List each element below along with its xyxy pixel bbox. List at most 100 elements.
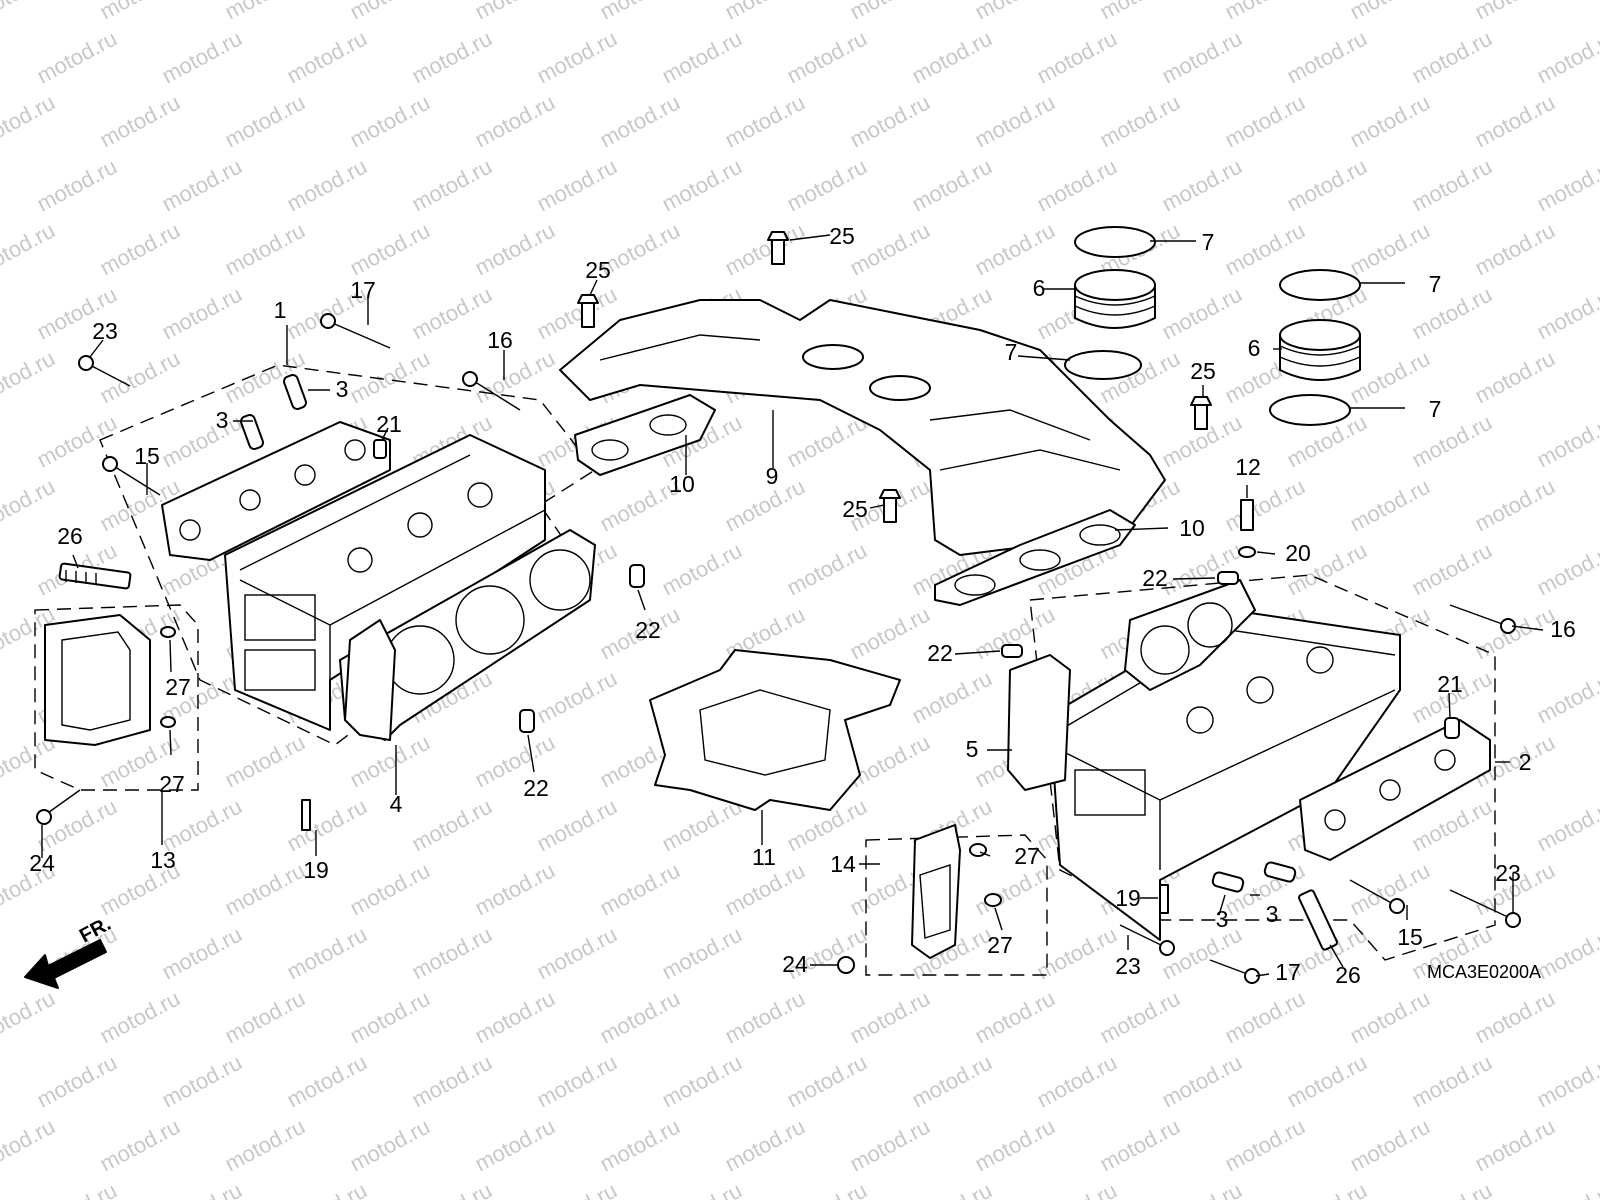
watermark-text: motod.ru — [971, 0, 1059, 24]
callout-23: 23 — [1115, 953, 1141, 979]
watermark-text: motod.ru — [1033, 1050, 1121, 1113]
watermark-text: motod.ru — [1533, 1050, 1600, 1113]
watermark-text: motod.ru — [471, 986, 559, 1049]
watermark-text: motod.ru — [1283, 1178, 1371, 1200]
callout-3: 3 — [336, 376, 349, 402]
watermark-text: motod.ru — [1471, 986, 1559, 1049]
callout-13: 13 — [150, 847, 176, 873]
watermark-text: motod.ru — [721, 1114, 809, 1177]
watermark-text: motod.ru — [1533, 922, 1600, 985]
watermark-text: motod.ru — [1533, 26, 1600, 89]
watermark-text: motod.ru — [1158, 1050, 1246, 1113]
watermark-text: motod.ru — [1471, 474, 1559, 537]
watermark-text: motod.ru — [1346, 858, 1434, 921]
watermark-text: motod.ru — [96, 218, 184, 281]
watermark-text: motod.ru — [783, 538, 871, 601]
watermark-text: motod.ru — [1533, 1178, 1600, 1200]
watermark-text: motod.ru — [908, 154, 996, 217]
callout-17: 17 — [1275, 959, 1301, 985]
callout-26: 26 — [1335, 962, 1361, 988]
callout-9: 9 — [766, 463, 779, 489]
callout-25: 25 — [585, 257, 611, 283]
watermark-text: motod.ru — [721, 218, 809, 281]
watermark-text: motod.ru — [471, 0, 559, 24]
watermark-text: motod.ru — [96, 0, 184, 24]
watermark-text: motod.ru — [533, 922, 621, 985]
callout-16: 16 — [1550, 616, 1576, 642]
callout-1: 1 — [274, 297, 287, 323]
watermark-text: motod.ru — [471, 346, 559, 409]
watermark-text: motod.ru — [971, 1114, 1059, 1177]
watermark-text: motod.ru — [658, 922, 746, 985]
watermark-text: motod.ru — [1408, 26, 1496, 89]
callout-27: 27 — [159, 771, 185, 797]
leader-lines — [41, 234, 1544, 977]
callout-7: 7 — [1429, 271, 1442, 297]
watermark-text: motod.ru — [1471, 346, 1559, 409]
watermark-text: motod.ru — [33, 26, 121, 89]
watermark-text: motod.ru — [221, 90, 309, 153]
watermark-text: motod.ru — [1408, 410, 1496, 473]
watermark-text: motod.ru — [1221, 1114, 1309, 1177]
watermark-text: motod.ru — [1533, 666, 1600, 729]
watermark-text: motod.ru — [783, 1178, 871, 1200]
watermark-text: motod.ru — [408, 794, 496, 857]
watermark-text: motod.ru — [1283, 1050, 1371, 1113]
watermark-text: motod.ru — [1471, 90, 1559, 153]
watermark-text: motod.ru — [658, 538, 746, 601]
watermark-text: motod.ru — [783, 154, 871, 217]
watermark-text: motod.ru — [596, 0, 684, 24]
watermark-text: motod.ru — [1221, 218, 1309, 281]
watermark-text: motod.ru — [1346, 90, 1434, 153]
watermark-text: motod.ru — [1408, 154, 1496, 217]
watermark-text: motod.ru — [346, 858, 434, 921]
watermark-text: motod.ru — [33, 1050, 121, 1113]
spark-plug-left — [58, 562, 132, 590]
watermark-text: motod.ru — [1221, 90, 1309, 153]
watermark-text: motod.ru — [1408, 538, 1496, 601]
watermark-text: motod.ru — [1283, 154, 1371, 217]
watermark-text: motod.ru — [908, 666, 996, 729]
watermark-text: motod.ru — [221, 730, 309, 793]
callout-20: 20 — [1285, 540, 1311, 566]
watermark-text: motod.ru — [408, 1178, 496, 1200]
callout-15: 15 — [134, 443, 160, 469]
diagram-code: MCA3E0200A — [1427, 962, 1541, 982]
watermark-text: motod.ru — [846, 0, 934, 24]
callout-16: 16 — [487, 327, 513, 353]
watermark-text: motod.ru — [1158, 26, 1246, 89]
callout-25: 25 — [829, 223, 855, 249]
watermark-text: motod.ru — [1533, 282, 1600, 345]
center-gasket — [649, 649, 901, 811]
callout-19: 19 — [1115, 885, 1141, 911]
watermark-text: motod.ru — [908, 1178, 996, 1200]
watermark-text: motod.ru — [408, 154, 496, 217]
watermark-text: motod.ru — [408, 1050, 496, 1113]
callout-25: 25 — [1190, 358, 1216, 384]
watermark-text: motod.ru — [971, 218, 1059, 281]
watermark-text: motod.ru — [1408, 1050, 1496, 1113]
watermark-text: motod.ru — [471, 90, 559, 153]
watermark-text: motod.ru — [1158, 1178, 1246, 1200]
callout-3: 3 — [216, 407, 229, 433]
callout-21: 21 — [376, 411, 402, 437]
right-head-assembly — [837, 499, 1521, 984]
callout-6: 6 — [1248, 335, 1261, 361]
callout-17: 17 — [350, 277, 376, 303]
callout-23: 23 — [1495, 860, 1521, 886]
watermark-text: motod.ru — [346, 986, 434, 1049]
watermark-text: motod.ru — [1033, 26, 1121, 89]
watermark-text: motod.ru — [221, 1114, 309, 1177]
watermark-text: motod.ru — [0, 0, 59, 24]
spark-plug-right — [1298, 889, 1338, 951]
watermark-text: motod.ru — [158, 922, 246, 985]
watermark-text: motod.ru — [1533, 538, 1600, 601]
callout-11: 11 — [752, 844, 776, 870]
watermark-text: motod.ru — [221, 986, 309, 1049]
intake-gasket-left — [574, 394, 716, 476]
watermark-text: motod.ru — [596, 1114, 684, 1177]
watermark-text: motod.ru — [1346, 218, 1434, 281]
intake-joints — [1064, 226, 1361, 426]
watermark-text: motod.ru — [596, 858, 684, 921]
watermark-text: motod.ru — [33, 794, 121, 857]
